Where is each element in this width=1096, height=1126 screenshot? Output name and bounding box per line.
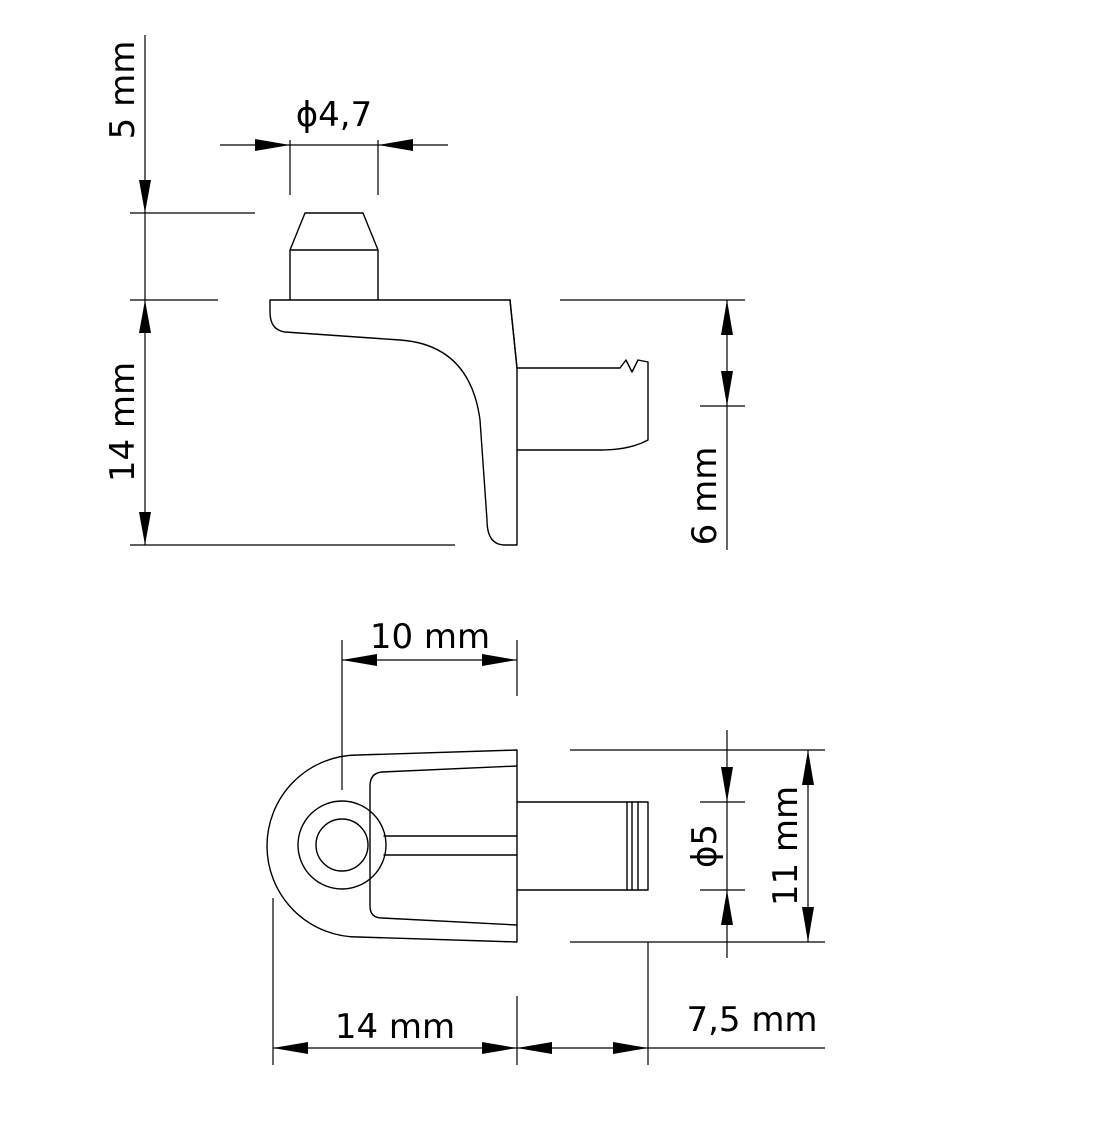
dim-pin-diameter-side: ϕ4,7 [220,95,448,195]
dim-5mm: 5 mm [103,35,255,333]
bracket-side-outline [269,299,518,546]
dim-6mm-label: 6 mm [685,447,725,546]
dim-14mm-height: 14 mm [103,300,455,546]
dim-14mm-length-label: 14 mm [335,1007,455,1047]
screw-hole-inner [315,818,369,872]
dim-10mm-label: 10 mm [370,617,490,657]
dim-pin-diameter-top-label: ϕ5 [685,824,725,868]
dim-14mm-length: 14 mm [272,898,518,1065]
dim-5mm-label: 5 mm [103,41,143,140]
dim-11mm: 11 mm [570,749,825,943]
bracket-top-outline [266,749,518,943]
dim-6mm: 6 mm [560,299,745,550]
side-view: 5 mm ϕ4,7 14 mm 6 mm [103,35,745,550]
bracket-top-inner-rib [369,765,518,926]
screw-hole-outer [297,800,387,890]
side-pin [516,359,649,451]
bracket-side-inner-edge [509,299,518,369]
dim-11mm-label: 11 mm [766,786,806,906]
dim-pin-diameter-top: ϕ5 [685,730,745,958]
dim-10mm: 10 mm [341,617,518,790]
dim-pin-diameter-side-label: ϕ4,7 [296,95,373,135]
top-pin [289,212,379,301]
top-view: 10 mm ϕ5 11 mm 14 mm [266,617,825,1065]
dim-7-5mm-label: 7,5 mm [686,1000,817,1040]
dim-7-5mm: 7,5 mm [517,942,825,1065]
dim-14mm-height-label: 14 mm [103,362,143,482]
side-pin-top [516,801,649,891]
